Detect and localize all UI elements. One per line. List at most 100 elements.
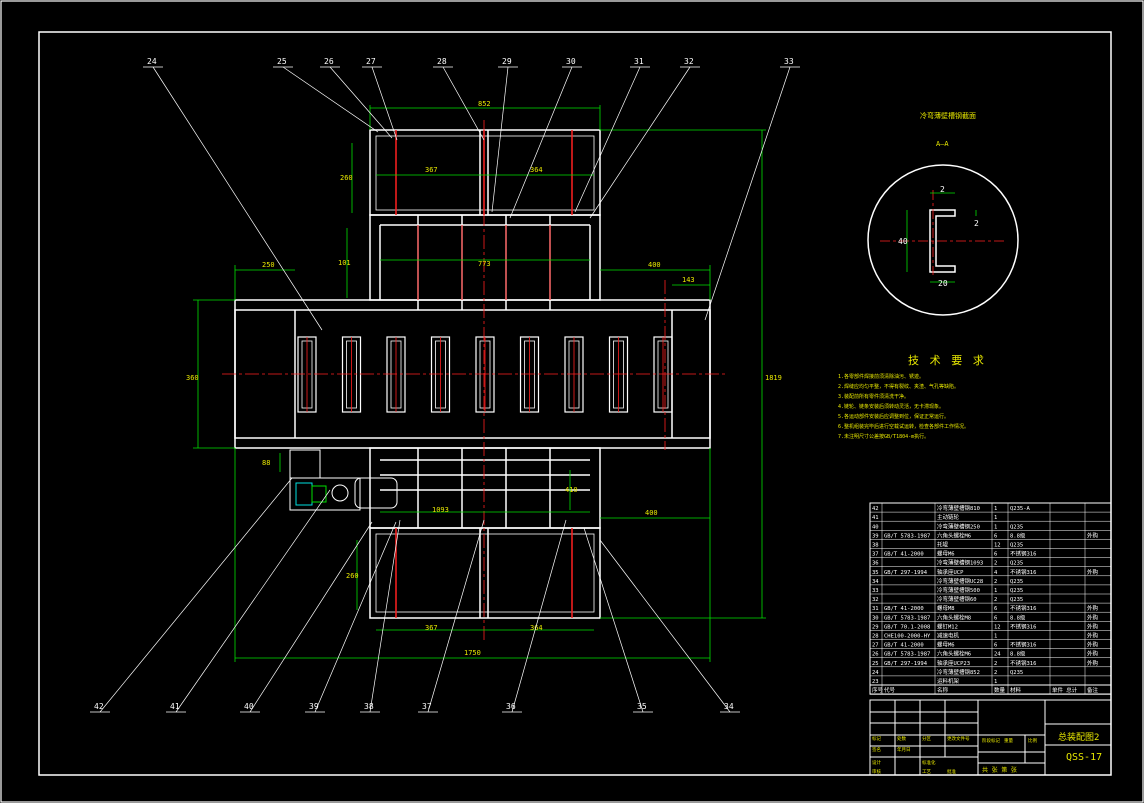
bom-cell: 螺母M6 xyxy=(937,641,955,649)
section-thick: 2 xyxy=(974,219,979,228)
bom-cell: 24 xyxy=(994,652,1001,658)
leader-line xyxy=(369,519,401,713)
title-block-label: 分区 xyxy=(922,735,931,742)
leader-line xyxy=(371,66,398,141)
tech-line: 6.整机组装完毕后进行空载试运转，检查各部件工作情况。 xyxy=(838,424,970,430)
bom-cell: GB/T 297-1994 xyxy=(884,570,928,576)
dim-upper-left: 367 xyxy=(425,166,438,174)
balloon-number: 27 xyxy=(366,57,376,66)
bom-cell: 外购 xyxy=(1087,568,1099,576)
bom-cell: 26 xyxy=(872,652,879,658)
bom-cell: 42 xyxy=(872,506,879,512)
dim-total-height: 1819 xyxy=(765,374,782,382)
dim-upper-right: 364 xyxy=(530,166,543,174)
bom-cell: 主动链轮 xyxy=(937,513,960,521)
dim-bottom-total: 1750 xyxy=(464,649,481,657)
bom-cell: 36 xyxy=(872,561,879,567)
balloon-number: 30 xyxy=(566,57,576,66)
title-block xyxy=(869,699,1112,776)
tech-line: 4.链轮、链条安装后须转动灵活，无卡滞现象。 xyxy=(838,404,945,410)
balloon-number: 25 xyxy=(277,57,287,66)
section-height: 40 xyxy=(898,237,908,246)
bom-cell: 23 xyxy=(872,679,879,685)
dim-lower-left: 367 xyxy=(425,624,438,632)
dim-right-overhang: 400 xyxy=(648,261,661,269)
bom-cell: 不锈钢316 xyxy=(1010,659,1036,667)
bom-cell: 不锈钢316 xyxy=(1010,622,1036,630)
balloon-number: 37 xyxy=(422,702,432,711)
title-block-label: 标记 xyxy=(872,735,881,742)
balloon-number: 33 xyxy=(784,57,794,66)
balloon-number: 42 xyxy=(94,702,104,711)
drawing-name: 总装配图2 xyxy=(1058,731,1099,743)
bom-cell: GB/T 41-2000 xyxy=(884,552,924,558)
bom-cell: GB/T 5783-1987 xyxy=(884,533,930,539)
balloon-number: 31 xyxy=(634,57,644,66)
title-block-label: 批准 xyxy=(947,768,956,775)
bom-cell: 六角头螺栓M6 xyxy=(937,531,971,539)
tech-line: 3.装配前所有零件须清洗干净。 xyxy=(838,394,910,400)
bom-header-cell: 代号 xyxy=(884,686,896,694)
bom-cell: GB/T 70.1-2008 xyxy=(884,624,930,630)
dim-upper-height: 260 xyxy=(340,174,353,182)
centre-lines xyxy=(222,120,725,640)
dim-lower-right2: 364 xyxy=(530,624,543,632)
dim-mid-width: 773 xyxy=(478,260,491,268)
leader-line xyxy=(427,519,485,713)
bom-cell: 6 xyxy=(994,606,997,612)
leader-line xyxy=(175,489,331,713)
bom-cell: 外购 xyxy=(1087,604,1099,612)
title-block-labels: 标记处数分区更改文件号签名年月日设计标准化阶段标记重量比例审核工艺批准 xyxy=(872,735,1037,775)
leader-line xyxy=(491,66,509,213)
bom-cell: Q235 xyxy=(1010,524,1023,530)
leader-line xyxy=(583,527,644,713)
bom-cell: 冷弯薄壁槽钢60 xyxy=(937,595,977,603)
balloon-number: 36 xyxy=(506,702,516,711)
tech-line: 7.未注明尺寸公差按GB/T1804-m执行。 xyxy=(838,434,930,440)
dim-lower-span: 1093 xyxy=(432,506,449,514)
bom-cell: Q235 xyxy=(1010,588,1023,594)
section-width: 20 xyxy=(938,279,948,288)
bom-cell: 32 xyxy=(872,597,879,603)
bom-cell: 轴承座UCP23 xyxy=(937,659,970,667)
bom-cell: 外购 xyxy=(1087,531,1099,539)
bom-cell: 1 xyxy=(994,588,997,594)
bom-cell: 螺钉M12 xyxy=(937,622,958,630)
leader-line xyxy=(99,477,293,713)
title-block-label: 比例 xyxy=(1028,737,1037,744)
bom-cell: 外购 xyxy=(1087,659,1099,667)
title-block-label: 更改文件号 xyxy=(947,735,970,742)
bom-cell: 41 xyxy=(872,515,879,521)
leader-line xyxy=(314,521,397,713)
bom-header-cell: 材料 xyxy=(1010,686,1022,694)
balloon-number: 24 xyxy=(147,57,157,66)
bom-header-cell: 备注 xyxy=(1087,686,1099,694)
title-block-label: 签名 xyxy=(872,746,881,753)
leader-line xyxy=(282,66,379,133)
bom-cell: 冷弯薄壁槽钢250 xyxy=(937,522,980,530)
balloon-number: 32 xyxy=(684,57,694,66)
dim-motor-offset: 88 xyxy=(262,459,270,467)
bom-cell: Q235 xyxy=(1010,579,1023,585)
leader-line xyxy=(442,66,485,141)
title-block-label: 处数 xyxy=(897,735,906,742)
section-view: 冷弯薄壁槽钢截面 A—A 40 20 2 2 xyxy=(867,111,1019,316)
bom-cell: Q235-A xyxy=(1010,506,1031,512)
title-block-label: 阶段标记 xyxy=(982,737,1000,744)
balloon-number: 34 xyxy=(724,702,734,711)
bom-header-cell: 名称 xyxy=(937,686,949,694)
bom-cell: 1 xyxy=(994,634,997,640)
bom-cell: GB/T 5783-1987 xyxy=(884,615,930,621)
title-block-label: 设计 xyxy=(872,759,881,766)
balloon-number: 40 xyxy=(244,702,254,711)
dim-small-right: 143 xyxy=(682,276,695,284)
section-mark: A—A xyxy=(936,140,949,148)
bom-cell: 托辊 xyxy=(937,541,949,549)
title-block-label: 工艺 xyxy=(922,769,931,775)
dim-top-width: 852 xyxy=(478,100,491,108)
bom-cell: 不锈钢316 xyxy=(1010,641,1036,649)
bom-cell: 6 xyxy=(994,643,997,649)
bom-cell: Q235 xyxy=(1010,543,1023,549)
